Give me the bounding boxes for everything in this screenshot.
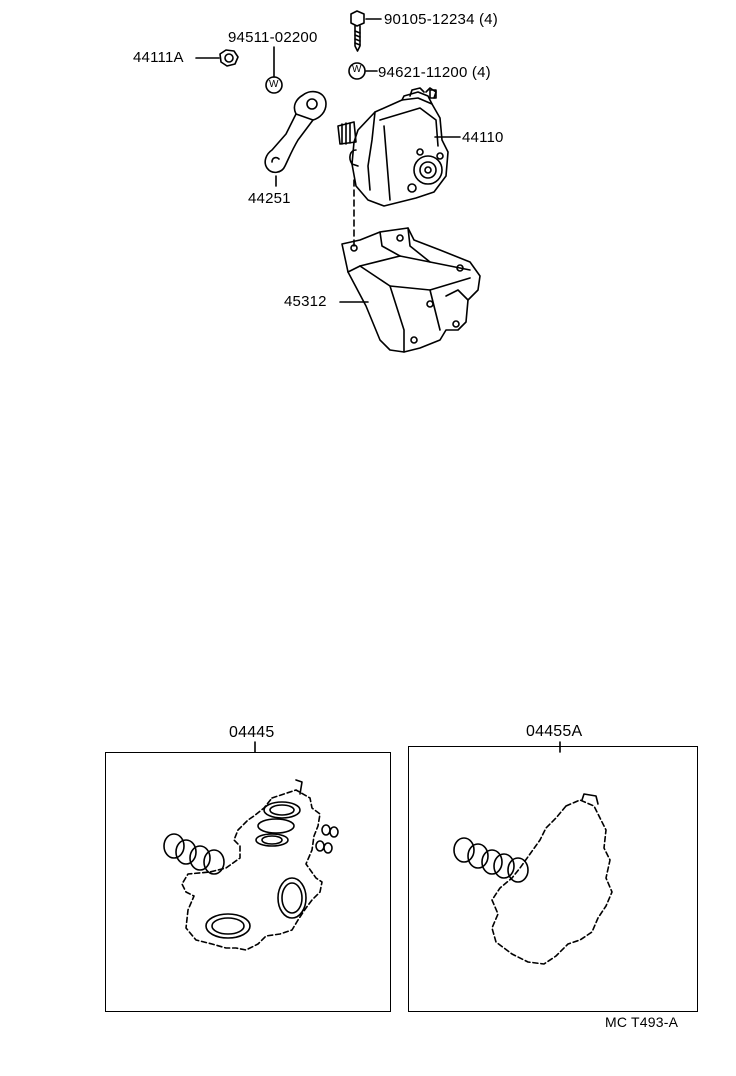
kit-04455a-title: 04455A — [526, 723, 583, 740]
label-pitman-arm: 44251 — [248, 190, 291, 207]
bolt-drawing — [350, 10, 382, 52]
washer-w-symbol: W — [269, 79, 279, 90]
label-washer: 94621-11200 (4) — [378, 64, 491, 81]
kit-04445-title: 04445 — [229, 724, 275, 741]
gear-box-drawing — [337, 87, 461, 207]
kit-04455a-box — [408, 746, 698, 1012]
kit-04445-drawing — [163, 741, 339, 951]
label-gear-box: 44110 — [462, 129, 504, 146]
label-nut: 44111A — [133, 49, 184, 66]
figure-code: MC T493-A — [605, 1014, 679, 1030]
washer-w-drawing — [265, 46, 283, 94]
label-washer-w: 94511-02200 — [228, 29, 318, 46]
pitman-arm-drawing — [264, 90, 327, 187]
nut-drawing — [195, 49, 239, 67]
label-bolt: 90105-12234 (4) — [384, 11, 498, 28]
kit-04455a-drawing — [453, 741, 613, 965]
bracket-drawing — [339, 227, 481, 353]
kit-04445-box — [105, 752, 391, 1012]
washer-drawing — [348, 62, 378, 80]
label-bracket: 45312 — [284, 293, 327, 310]
washer-symbol: W — [352, 64, 362, 75]
